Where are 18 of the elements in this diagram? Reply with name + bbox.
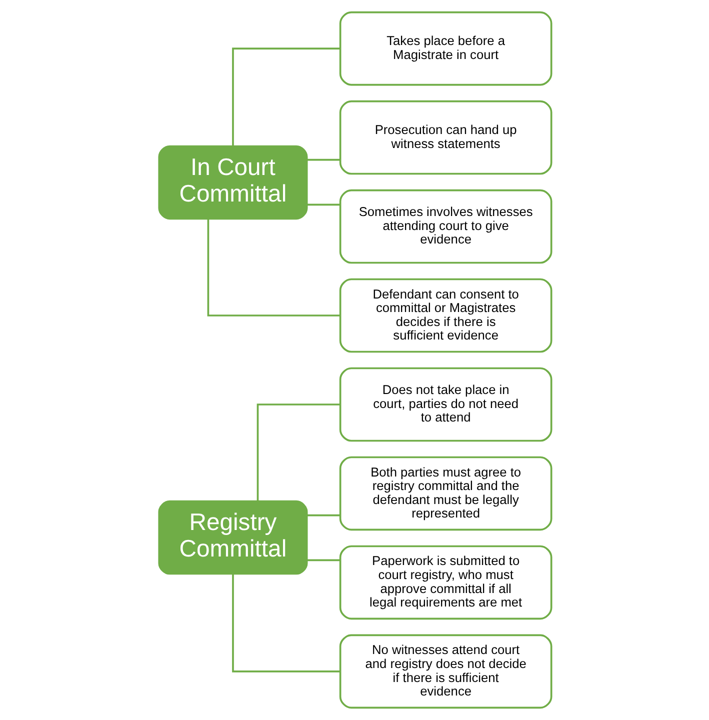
node-box: Takes place before a Magistrate in court	[338, 11, 552, 86]
node-box: Does not take place in court, parties do not need to attend	[338, 367, 552, 442]
connector	[306, 514, 340, 516]
node-box: Paperwork is submitted to court registry, who must approve committal if all legal requirements are met	[338, 545, 552, 620]
node-box: Both parties must agree to registry committal and the defendant must be legally represented	[338, 456, 552, 531]
node-box: Sometimes involves witnesses attending court to give evidence	[338, 189, 552, 264]
node-box: No witnesses attend court and registry does not decide if there is sufficient evidence	[338, 634, 552, 709]
connector	[306, 204, 340, 206]
node-box: In Court Committal	[158, 145, 308, 220]
connector	[232, 574, 340, 672]
node-box: Registry Committal	[158, 500, 308, 575]
node-box: Prosecution can hand up witness statements	[338, 100, 552, 175]
connector	[256, 404, 340, 501]
connector	[232, 48, 340, 146]
node-box: Defendant can consent to committal or Magistrates decides if there is sufficient evidence	[338, 278, 552, 353]
connector	[206, 219, 340, 316]
connector	[306, 559, 340, 562]
connector	[306, 158, 340, 161]
